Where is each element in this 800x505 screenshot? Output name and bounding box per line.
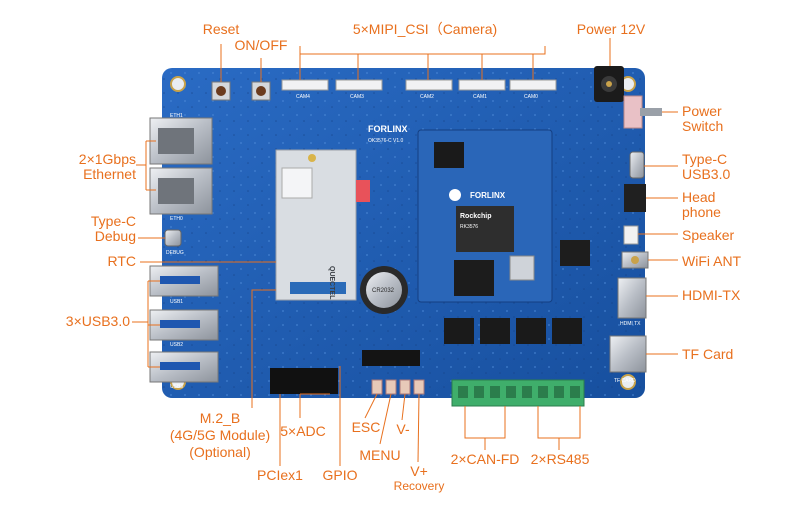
callout-lines: [132, 38, 678, 466]
gpio-header: [362, 350, 420, 366]
power-switch: [623, 95, 662, 129]
power-jack: [594, 66, 624, 102]
label-rtc: RTC: [107, 253, 136, 269]
wifi-antenna-connector: [621, 251, 649, 269]
pcie-slot: [270, 368, 338, 394]
label-tf-card: TF Card: [682, 346, 734, 362]
silk-eth1: ETH1: [170, 113, 183, 119]
board-brand: FORLINX: [368, 124, 408, 134]
hdmi-port: [617, 277, 647, 319]
terminal-block: [451, 379, 585, 407]
usb3-ports: [149, 265, 219, 383]
label-m2b: M.2_B(4G/5G Module)(Optional): [169, 410, 271, 460]
module-brand: QUECTEL: [328, 266, 335, 300]
label-usb3: 3×USB3.0: [65, 313, 130, 329]
soc-part: RK3576: [460, 224, 478, 230]
silk-cam4: CAM4: [296, 94, 310, 100]
label-can-fd: 2×CAN-FD: [450, 451, 520, 467]
silk-usb1: USB1: [170, 299, 183, 305]
label-speaker: Speaker: [682, 227, 735, 243]
silk-hdmi: HDMI TX: [620, 321, 641, 327]
transceivers: [444, 318, 582, 344]
label-v-plus: V+Recovery: [393, 463, 445, 494]
label-on-off: ON/OFF: [234, 37, 288, 53]
camera-connectors: [281, 79, 557, 91]
silk-cam0: CAM0: [524, 94, 538, 100]
silk-cam2: CAM2: [420, 94, 434, 100]
label-rs485: 2×RS485: [530, 451, 590, 467]
silk-debug: DEBUG: [166, 250, 184, 256]
label-esc: ESC: [351, 419, 381, 435]
label-power-12v: Power 12V: [576, 21, 646, 37]
m2-module: [275, 149, 357, 301]
typec-usb3-port: [629, 151, 645, 179]
label-gpio: GPIO: [322, 467, 358, 483]
label-wifi-ant: WiFi ANT: [682, 253, 742, 269]
label-hdmi-tx: HDMI-TX: [682, 287, 741, 303]
silk-usb2: USB2: [170, 342, 183, 348]
silk-usb3: USB3: [170, 384, 183, 390]
key-buttons: [371, 379, 425, 395]
label-mipi-csi: 5×MIPI_CSI（Camera): [352, 21, 498, 37]
board-model: OK3576-C V1.0: [368, 138, 404, 144]
silk-cam3: CAM3: [350, 94, 364, 100]
som-brand: FORLINX: [470, 191, 506, 200]
headphone-jack: [624, 184, 646, 212]
label-pciex1: PCIex1: [257, 467, 303, 483]
soc-brand: Rockchip: [460, 213, 492, 220]
tf-card-slot: [609, 335, 647, 373]
silk-eth0: ETH0: [170, 216, 183, 222]
speaker-connector: [623, 225, 639, 245]
label-reset: Reset: [202, 21, 240, 37]
rtc-battery: [360, 266, 408, 314]
typec-debug-port: [164, 229, 182, 247]
silk-tf: TF CARD: [614, 378, 636, 384]
label-adc: 5×ADC: [280, 423, 326, 439]
silk-cam1: CAM1: [473, 94, 487, 100]
label-menu: MENU: [359, 447, 401, 463]
ethernet-ports: [149, 117, 213, 215]
label-v-minus: V-: [396, 421, 410, 437]
som-module: [417, 129, 553, 303]
battery-label: CR2032: [372, 288, 395, 294]
